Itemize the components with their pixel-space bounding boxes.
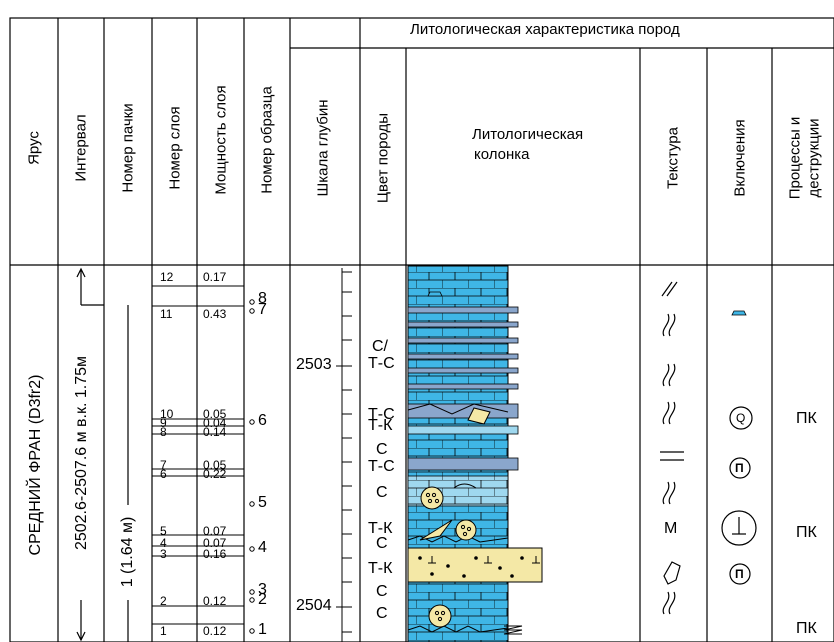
layer-number: 10 (160, 407, 174, 421)
rock-color-code: Т-К (368, 560, 393, 577)
texture-massive: М (664, 520, 678, 537)
stage-label: СРЕДНИЙ ФРАН (D3fr2) (27, 374, 44, 556)
layer-thickness: 0.17 (203, 270, 227, 284)
header-sample: Номер образца (258, 86, 276, 194)
sample-number: 3 (258, 581, 267, 598)
layer-thickness: 0.07 (203, 524, 227, 538)
layer-number: 9 (160, 416, 167, 430)
rock-color-code: Т-С (368, 458, 395, 475)
layer-number: 5 (160, 524, 167, 538)
process-label: ПК (796, 524, 817, 541)
header-pack: Номер пачки (119, 103, 137, 193)
layer-thickness: 0.14 (203, 425, 227, 439)
header-processes-line1: Процессы и (786, 116, 804, 200)
layer-number: 3 (160, 547, 167, 561)
layer-number: 1 (160, 624, 167, 638)
layer-number: 8 (160, 425, 167, 439)
layer-thickness: 0.43 (203, 307, 227, 321)
interval-label: 2502.6-2507.6 м в.к. 1.75м (73, 355, 90, 551)
layer-number: 12 (160, 270, 174, 284)
header-color: Цвет породы (374, 112, 392, 204)
sample-number: 1 (258, 621, 267, 638)
rock-color-code: Т-К (368, 417, 393, 434)
sample-number: 4 (258, 539, 267, 556)
texture-symbols (660, 281, 684, 615)
rock-color-code: Т-С (368, 406, 395, 423)
layer-boundaries (152, 285, 244, 625)
sample-number: 7 (258, 301, 267, 318)
interval-arrow (76, 267, 104, 642)
depth-label: 2503 (296, 356, 332, 373)
rock-color-code: С (376, 583, 388, 600)
header-stage: Ярус (25, 131, 43, 165)
rock-color-code: С/ (372, 338, 388, 355)
rock-color-code: С (376, 605, 388, 622)
header-lithology-line2: колонка (474, 146, 530, 163)
layer-thickness: 0.22 (203, 467, 227, 481)
lithology-column (407, 265, 543, 642)
layer-thickness: 0.12 (203, 594, 227, 608)
header-interval: Интервал (72, 114, 90, 182)
layer-thickness: 0.07 (203, 536, 227, 550)
inclusion-symbols (721, 310, 757, 585)
sample-number: 8 (258, 290, 267, 307)
layer-thickness: 0.12 (203, 624, 227, 638)
header-texture: Текстура (664, 127, 682, 189)
process-label: ПК (796, 620, 817, 637)
sample-number: 6 (258, 412, 267, 429)
header-depth: Шкала глубин (314, 99, 332, 197)
layer-number: 2 (160, 594, 167, 608)
inclusion-pyrite-icon: П (735, 567, 744, 581)
section-title: Литологическая характеристика пород (410, 21, 680, 38)
rock-color-code: Т-К (368, 520, 393, 537)
rock-color-code: С (376, 535, 388, 552)
layer-number: 6 (160, 467, 167, 481)
depth-scale-ticks (336, 268, 352, 642)
layer-number: 7 (160, 458, 167, 472)
header-inclusions: Включения (731, 119, 749, 197)
header-layer: Номер слоя (166, 106, 184, 190)
header-lithology-line1: Литологическая (472, 126, 584, 143)
layer-thickness: 0.05 (203, 458, 227, 472)
process-label: ПК (796, 410, 817, 427)
rock-color-code: С (376, 441, 388, 458)
layer-thickness: 0.04 (203, 416, 227, 430)
header-processes-line2: деструкции (805, 118, 823, 198)
sample-markers (249, 299, 255, 634)
layer-number: 4 (160, 536, 167, 550)
layer-thickness: 0.16 (203, 547, 227, 561)
table-grid (9, 17, 834, 642)
sample-number: 2 (258, 591, 267, 608)
layer-thickness: 0.05 (203, 407, 227, 421)
inclusion-quartz-icon: Q (736, 411, 746, 425)
pack-label: 1 (1.64 м) (119, 516, 136, 588)
rock-color-code: С (376, 484, 388, 501)
depth-label: 2504 (296, 597, 332, 614)
header-thickness: Мощность слоя (212, 85, 230, 195)
layer-number: 11 (160, 307, 173, 321)
sample-number: 5 (258, 494, 267, 511)
rock-color-code: Т-С (368, 355, 395, 372)
inclusion-pyrite-icon: П (735, 461, 744, 475)
